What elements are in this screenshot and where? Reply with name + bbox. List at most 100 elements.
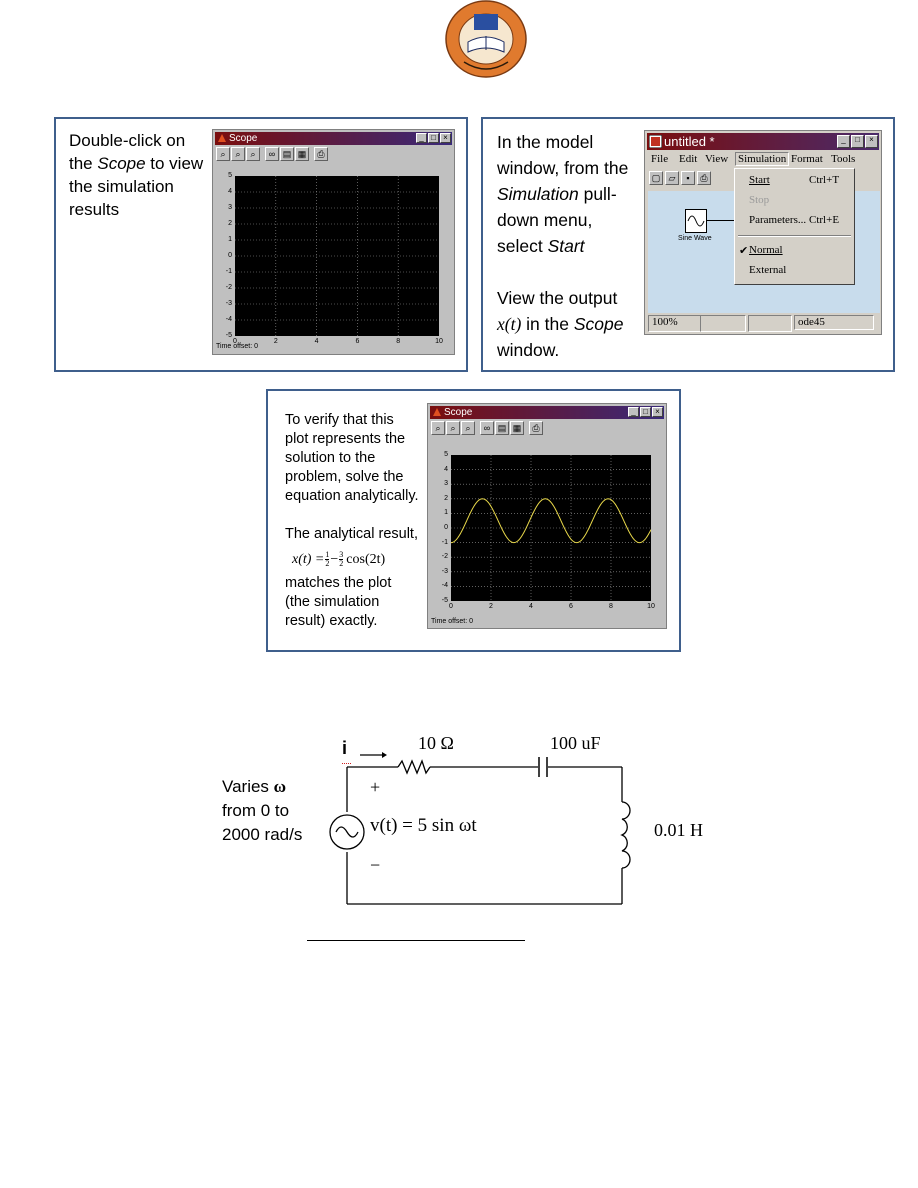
resistor-symbol [397, 759, 431, 775]
maximize-button[interactable]: □ [640, 407, 651, 417]
shortcut-parameters: Ctrl+E [809, 214, 840, 226]
scope-plot-area [235, 176, 439, 336]
text-line: x(t) in the Scope [497, 314, 624, 334]
x-tick-label: 4 [529, 603, 533, 610]
zoom-x-icon[interactable]: ⌕ [446, 421, 460, 435]
sine-wave-icon [687, 215, 705, 227]
zoom-x-icon[interactable]: ⌕ [231, 147, 245, 161]
frequency-sweep-note: Varies ω from 0 to 2000 rad/s [222, 775, 302, 847]
minimize-button[interactable]: _ [628, 407, 639, 417]
menu-item-normal[interactable]: Normal [749, 244, 783, 256]
menu-separator [738, 235, 851, 237]
minimize-button[interactable]: _ [416, 133, 427, 143]
save-axes-icon[interactable]: ▤ [280, 147, 294, 161]
x-tick-label: 8 [609, 603, 613, 610]
close-button[interactable]: × [440, 133, 451, 143]
block-output-line [706, 220, 736, 221]
text-line: the simulation [69, 177, 174, 196]
panel-start-simulation: In the model window, from the Simulation… [481, 117, 895, 372]
print-icon[interactable]: ⎙ [529, 421, 543, 435]
open-icon[interactable]: ▱ [665, 171, 679, 185]
status-zoom: 100% [648, 315, 701, 332]
inductor-symbol [620, 801, 631, 869]
save-axes-icon[interactable]: ▤ [495, 421, 509, 435]
scope-window-titlebar[interactable]: Scope _□× [215, 132, 452, 145]
parameters-icon[interactable]: ▦ [295, 147, 309, 161]
text-line: select Start [497, 236, 585, 256]
horizontal-rule [307, 940, 525, 941]
menu-view[interactable]: View [705, 153, 729, 165]
menu-item-stop[interactable]: Stop [749, 194, 770, 206]
y-tick-label: 3 [444, 480, 448, 488]
text-line: Double-click on [69, 131, 186, 150]
x-tick-label: 2 [273, 338, 278, 345]
menu-edit[interactable]: Edit [679, 153, 698, 165]
x-tick-label: 2 [489, 603, 493, 610]
sine-wave-block[interactable] [685, 209, 707, 233]
zoom-y-icon[interactable]: ⌕ [246, 147, 260, 161]
menu-item-external[interactable]: External [749, 264, 787, 276]
menu-simulation[interactable]: Simulation [735, 152, 790, 166]
print-icon[interactable]: ⎙ [314, 147, 328, 161]
model-statusbar: 100% ode45 [648, 315, 878, 332]
save-icon[interactable]: ▪ [681, 171, 695, 185]
minimize-button[interactable]: _ [837, 135, 850, 148]
autoscale-binoculars-icon[interactable]: ∞ [265, 147, 279, 161]
scope-window-titlebar[interactable]: Scope _□× [430, 406, 664, 419]
y-tick-label: -2 [441, 553, 448, 561]
text-line: plot represents the [285, 431, 406, 447]
maximize-button[interactable]: □ [428, 133, 439, 143]
menu-tools[interactable]: Tools [831, 153, 856, 165]
close-button[interactable]: × [865, 135, 878, 148]
parameters-icon[interactable]: ▦ [510, 421, 524, 435]
menu-item-start[interactable]: Start [749, 174, 770, 186]
x-tick-label: 8 [396, 338, 401, 345]
scope-grid [235, 176, 439, 336]
text-line: The analytical result, [285, 526, 418, 542]
text-line: (the simulation [285, 594, 380, 610]
scope-status: Time offset: 0 [431, 618, 474, 625]
text-line: matches the plot [285, 575, 392, 591]
y-tick-label: -5 [225, 332, 232, 339]
y-tick-label: 0 [444, 524, 448, 531]
x-tick-label: 6 [355, 338, 360, 345]
panel-open-scope: Double-click on the Scope to view the si… [54, 117, 468, 372]
maximize-button[interactable]: □ [851, 135, 864, 148]
menu-item-parameters[interactable]: Parameters... [749, 214, 807, 226]
text-line: Varies ω [222, 777, 287, 796]
menu-format[interactable]: Format [791, 153, 823, 165]
scope-plot-area [451, 455, 651, 601]
new-icon[interactable]: ▢ [649, 171, 663, 185]
y-tick-label: -2 [225, 284, 232, 291]
simulink-model-window[interactable]: untitled * _□× File Edit View Simulation… [644, 130, 882, 335]
close-button[interactable]: × [652, 407, 663, 417]
shortcut-start: Ctrl+T [809, 174, 840, 186]
checkmark-icon: ✔ [739, 245, 749, 257]
print-icon[interactable]: ⎙ [697, 171, 711, 185]
arrowhead-icon [382, 752, 387, 758]
simulink-icon [649, 135, 662, 148]
scope-toolbar: ⌕ ⌕ ⌕ ∞ ▤ ▦ ⎙ [431, 421, 543, 435]
capacitor-label: 100 uF [550, 733, 601, 753]
zoom-icon[interactable]: ⌕ [431, 421, 445, 435]
y-tick-label: -1 [225, 268, 232, 275]
y-tick-label: 4 [228, 188, 232, 195]
y-tick-label: -3 [225, 300, 232, 307]
plus-sign: + [370, 777, 381, 797]
text-line: problem, solve the [285, 469, 404, 485]
panel-verify-result: To verify that this plot represents the … [266, 389, 681, 652]
status-solver: ode45 [794, 315, 874, 330]
text-line: down menu, [497, 210, 593, 230]
text-line: window. [497, 340, 560, 360]
sine-wave-icon [335, 826, 359, 838]
y-tick-label: 1 [228, 236, 232, 243]
zoom-y-icon[interactable]: ⌕ [461, 421, 475, 435]
x-tick-label: 0 [233, 338, 237, 345]
zoom-icon[interactable]: ⌕ [216, 147, 230, 161]
menu-file[interactable]: File [651, 153, 669, 165]
text-line: In the model [497, 132, 594, 152]
model-window-titlebar[interactable]: untitled * _□× [647, 133, 879, 150]
autoscale-binoculars-icon[interactable]: ∞ [480, 421, 494, 435]
